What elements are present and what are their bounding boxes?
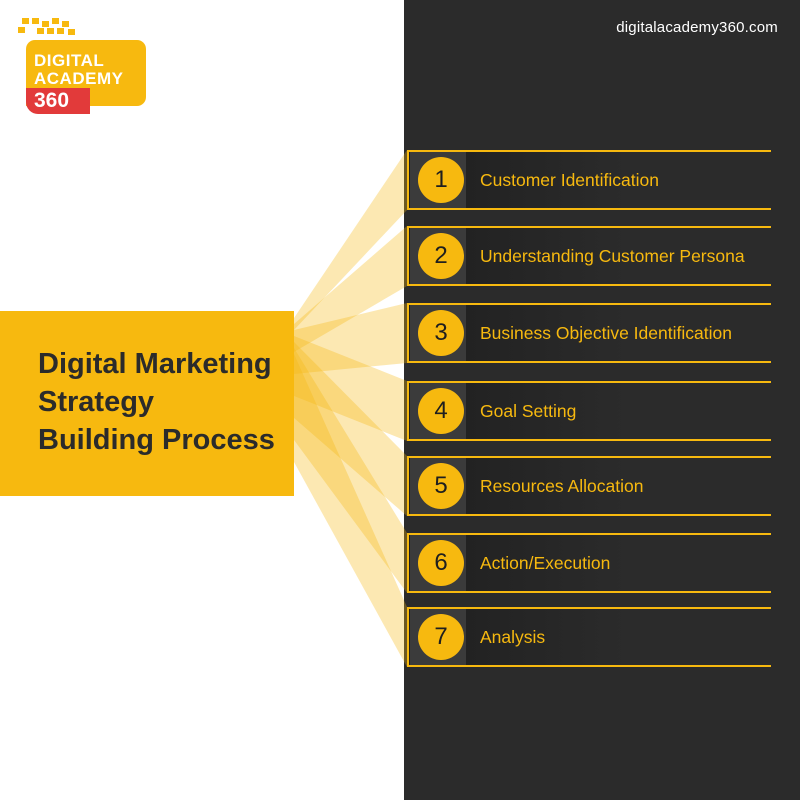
logo-number: 360 <box>34 89 70 112</box>
center-title: Digital Marketing Strategy Building Proc… <box>38 345 288 459</box>
step-label: Understanding Customer Persona <box>480 246 745 266</box>
connector-ray <box>294 342 407 516</box>
step-label: Analysis <box>480 627 546 647</box>
logo-pixel <box>52 18 59 24</box>
connector-ray <box>294 226 407 352</box>
step-number: 7 <box>418 614 464 660</box>
step-3: 3 Business Objective Identification <box>407 303 771 363</box>
brand-logo: DIGITAL ACADEMY 360 <box>18 18 148 128</box>
connector-ray <box>294 303 407 374</box>
website-url: digitalacademy360.com <box>616 19 778 36</box>
step-5: 5 Resources Allocation <box>407 456 771 516</box>
logo-pixel <box>37 28 44 34</box>
step-number: 2 <box>418 233 464 279</box>
step-label: Resources Allocation <box>480 476 644 496</box>
step-6: 6 Action/Execution <box>407 533 771 593</box>
logo-word-academy: ACADEMY <box>34 69 124 88</box>
connector-ray <box>294 348 407 593</box>
connector-ray <box>294 336 407 441</box>
logo-pixel <box>18 27 25 33</box>
logo-pixel <box>22 18 29 24</box>
step-label: Action/Execution <box>480 553 611 573</box>
title-line-2: Strategy <box>38 386 155 418</box>
connector-ray <box>294 150 407 330</box>
step-number: 3 <box>418 310 464 356</box>
step-1: 1 Customer Identification <box>407 150 771 210</box>
title-line-1: Digital Marketing <box>38 348 272 380</box>
logo-pixel <box>32 18 39 24</box>
step-number: 1 <box>418 157 464 203</box>
step-label: Customer Identification <box>480 170 659 190</box>
center-title-box <box>0 311 294 496</box>
step-label: Business Objective Identification <box>480 323 732 343</box>
logo-pixel <box>68 29 75 35</box>
step-4: 4 Goal Setting <box>407 381 771 441</box>
title-line-3: Building Process <box>38 424 275 456</box>
logo-pixel <box>57 28 64 34</box>
logo-word-digital: DIGITAL <box>34 51 105 70</box>
logo-pixel <box>62 21 69 27</box>
step-number: 4 <box>418 388 464 434</box>
step-label: Goal Setting <box>480 401 577 421</box>
step-number: 6 <box>418 540 464 586</box>
logo-number-box <box>26 88 90 114</box>
connector-ray <box>294 354 407 667</box>
logo-pixel <box>47 28 54 34</box>
step-7: 7 Analysis <box>407 607 771 667</box>
logo-pixel <box>42 21 49 27</box>
step-2: 2 Understanding Customer Persona <box>407 226 771 286</box>
step-number: 5 <box>418 463 464 509</box>
